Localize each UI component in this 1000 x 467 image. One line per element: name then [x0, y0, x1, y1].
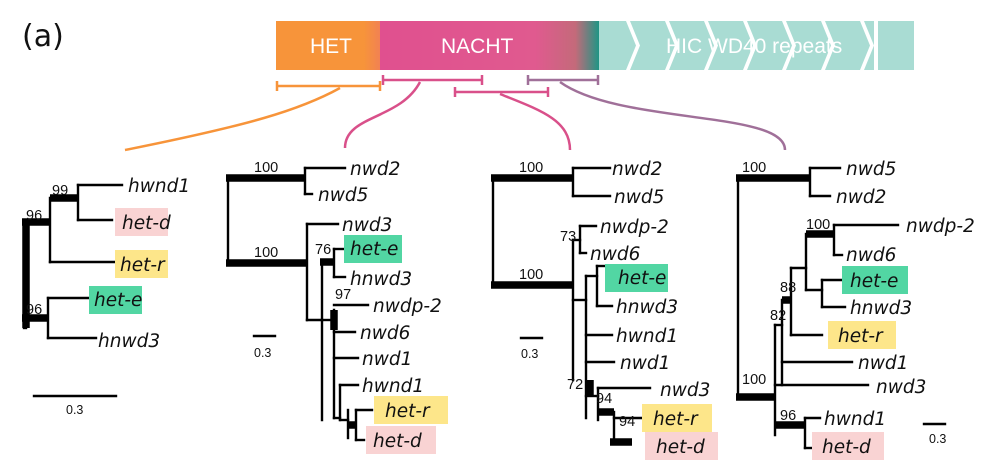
tree2-scale-label: 0.3 — [254, 346, 271, 360]
tree4-tip: nwd1 — [858, 353, 908, 374]
nacht-bracket-1 — [381, 75, 484, 85]
tree3-scale-label: 0.3 — [521, 347, 538, 361]
het-bracket — [275, 81, 382, 91]
tree2-tip: het-e — [350, 239, 398, 260]
tree2-tip: het-r — [385, 401, 431, 422]
tree2-tip: hwnd1 — [362, 376, 424, 397]
tree3-bootstrap: 100 — [519, 160, 543, 176]
domain-architecture: HET NACHT HIC WD40 repeats — [276, 21, 914, 70]
panel-label: (a) — [22, 19, 64, 54]
tree4-tip: nwd3 — [876, 377, 926, 398]
nacht-connector-1 — [343, 81, 422, 149]
nacht-domain — [380, 21, 602, 70]
tree3-tip: het-e — [618, 268, 666, 289]
tree3-tip: het-d — [656, 437, 705, 458]
tree3-tip: nwdp-2 — [600, 217, 669, 238]
tree-2: nwd2 nwd5 nwd3 het-e hnwd3 nwdp-2 nwd6 n… — [226, 159, 448, 454]
tree3-tip: nwd1 — [620, 353, 670, 374]
nacht-bracket-2 — [453, 87, 550, 97]
tree1-scale-label: 0.3 — [66, 403, 83, 417]
tree4-tip: het-d — [822, 437, 871, 458]
tree3-tip: hnwd3 — [616, 297, 678, 318]
tree3-tip: nwd3 — [660, 380, 710, 401]
tree2-tip: nwd6 — [360, 323, 410, 344]
tree3-bootstrap: 72 — [567, 377, 583, 393]
tree2-tip: hnwd3 — [350, 269, 412, 290]
tree4-tip: hnwd3 — [850, 298, 912, 319]
tree4-bootstrap: 100 — [806, 217, 830, 233]
tree3-tip: nwd5 — [614, 187, 664, 208]
tree4-bootstrap: 96 — [780, 408, 796, 424]
tree4-tip: nwd2 — [836, 187, 886, 208]
wd40-repeats — [599, 21, 914, 70]
tree4-tip: nwdp-2 — [906, 216, 975, 237]
tree3-bootstrap: 94 — [619, 414, 635, 430]
nacht-connector-2 — [499, 92, 572, 151]
het-domain-label: HET — [310, 35, 352, 58]
tree4-bootstrap: 100 — [742, 160, 766, 176]
tree1-tip: het-r — [120, 255, 166, 276]
tree4-bootstrap: 82 — [770, 308, 786, 324]
nacht-domain-label: NACHT — [441, 35, 514, 58]
tree4-tip: het-r — [838, 326, 884, 347]
tree3-bootstrap: 100 — [519, 267, 543, 283]
tip-highlight-yellow — [115, 250, 168, 278]
tree4-bootstrap: 100 — [742, 372, 766, 388]
het-domain — [276, 21, 386, 70]
tree4-scale-label: 0.3 — [929, 432, 946, 446]
tree4-tip: hwnd1 — [824, 409, 886, 430]
wd40-connector — [559, 80, 787, 151]
het-connector — [124, 86, 341, 152]
tree4-bootstrap: 88 — [780, 280, 796, 296]
tree-1: hwnd1 het-d het-r het-e hnwd3 99 96 96 0… — [22, 176, 190, 417]
tip-highlight-green — [89, 286, 142, 314]
tree1-tip: het-e — [94, 290, 142, 311]
tree1-tip: hwnd1 — [128, 176, 190, 197]
tree2-tip: nwd5 — [318, 185, 368, 206]
tree2-tip: nwdp-2 — [373, 296, 442, 317]
tree1-tip: het-d — [122, 213, 171, 234]
region-brackets — [124, 75, 787, 152]
tree3-tip: nwd2 — [612, 159, 662, 180]
tree3-tip: nwd6 — [590, 244, 640, 265]
tree3-tip: het-r — [653, 409, 699, 430]
tree4-tip: het-e — [850, 271, 898, 292]
tree2-bootstrap: 100 — [254, 160, 278, 176]
tree2-tip: nwd2 — [350, 159, 400, 180]
tree4-tip: nwd6 — [846, 245, 896, 266]
tree3-tip: hwnd1 — [616, 326, 678, 347]
tree4-tip: nwd5 — [846, 159, 896, 180]
tree2-tip: nwd1 — [362, 349, 412, 370]
tree2-tip: het-d — [373, 431, 422, 452]
tree3-bootstrap: 73 — [560, 229, 576, 245]
tree1-bootstrap: 96 — [26, 208, 42, 224]
tree1-bootstrap: 96 — [26, 302, 42, 318]
wd40-bracket — [526, 75, 600, 85]
tree3-bootstrap: 94 — [596, 391, 612, 407]
tree2-bootstrap: 100 — [254, 245, 278, 261]
wd40-domain-label: HIC WD40 repeats — [666, 35, 842, 58]
tree1-tip: hnwd3 — [98, 331, 160, 352]
tip-highlight-pink — [115, 208, 168, 236]
tree-3: nwd2 nwd5 nwdp-2 nwd6 het-e hnwd3 hwnd1 … — [491, 159, 718, 460]
tree2-bootstrap: 97 — [335, 287, 351, 303]
tree2-bootstrap: 76 — [315, 242, 331, 258]
tree2-tip: nwd3 — [342, 215, 392, 236]
tree-4: nwd5 nwd2 nwdp-2 nwd6 het-e hnwd3 het-r … — [736, 159, 975, 460]
tree1-bootstrap: 99 — [52, 183, 68, 199]
